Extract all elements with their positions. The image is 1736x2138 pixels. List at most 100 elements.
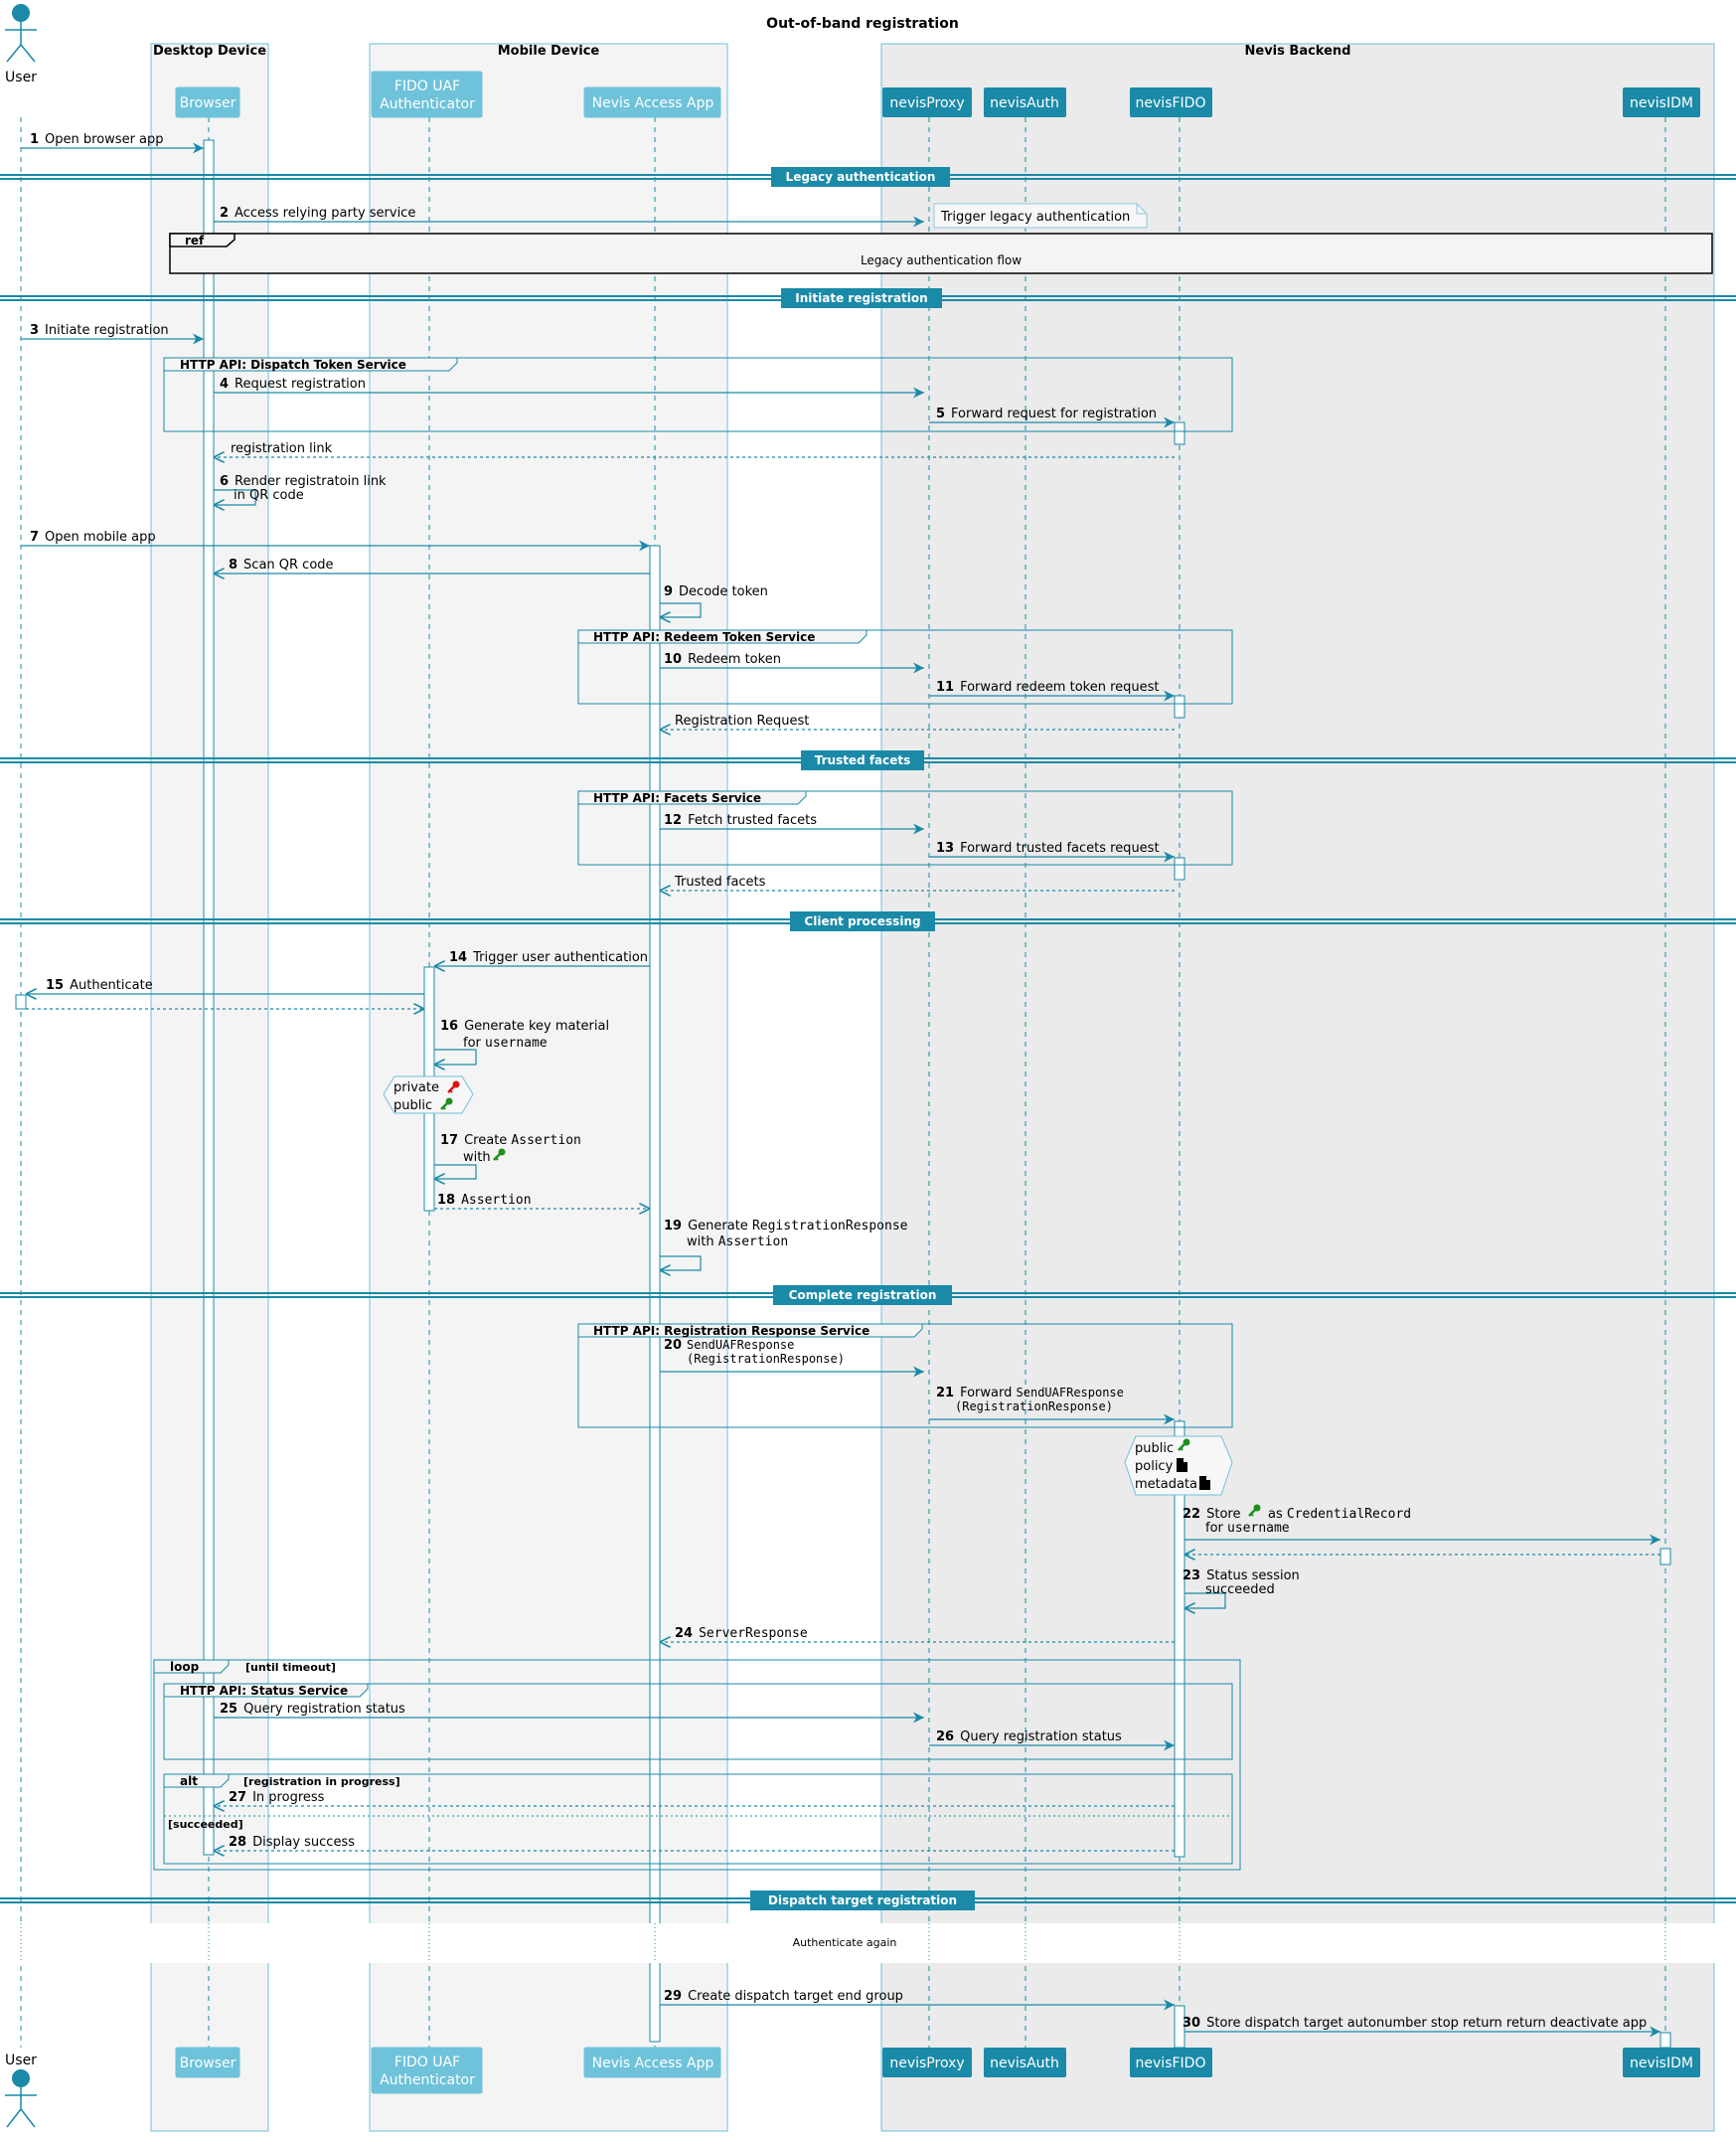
svg-text:Nevis Access App: Nevis Access App (592, 95, 714, 111)
svg-text:Client processing: Client processing (804, 914, 920, 928)
divider-legacy-authentication: Legacy authentication (0, 167, 1736, 187)
svg-text:User: User (5, 70, 37, 85)
message-20: 20 SendUAFResponse (RegistrationResponse… (660, 1338, 924, 1378)
group-registration-response: HTTP API: Registration Response Service (577, 1323, 1233, 1428)
svg-text:Browser: Browser (180, 2056, 237, 2071)
svg-text:Authenticator: Authenticator (380, 2072, 475, 2088)
desktop-device-label: Desktop Device (153, 44, 266, 59)
svg-text:Nevis Access App: Nevis Access App (592, 2056, 714, 2071)
svg-text:Initiate registration: Initiate registration (795, 291, 927, 305)
nevis-backend-box (880, 43, 1715, 2132)
participant-app-top[interactable]: Nevis Access App (583, 86, 721, 118)
note-legacy: Trigger legacy authentication (933, 203, 1148, 229)
participant-idm-bottom[interactable]: nevisIDM (1623, 2048, 1700, 2077)
activation-nfido-3 (1174, 857, 1185, 881)
ref-fragment: ref Legacy authentication flow (169, 233, 1713, 274)
svg-text:Trigger legacy authentication: Trigger legacy authentication (940, 210, 1130, 225)
svg-text:for username: for username (1205, 1521, 1290, 1536)
activation-browser (203, 139, 215, 1856)
participant-nfido-bottom[interactable]: nevisFIDO (1130, 2048, 1212, 2077)
alt-fragment: alt [registration in progress] [succeede… (163, 1773, 1233, 1865)
participant-fido-bottom[interactable]: FIDO UAF Authenticator (371, 2047, 483, 2094)
activation-idm-2 (1659, 2032, 1671, 2049)
activation-user (15, 994, 27, 1010)
svg-text:User: User (5, 2053, 37, 2068)
message-return-trusted-facets: Trusted facets (660, 875, 1175, 891)
participant-auth-bottom[interactable]: nevisAuth (984, 2048, 1066, 2077)
metadata-document-icon (1199, 1476, 1210, 1490)
user-icon (12, 2069, 30, 2087)
participant-proxy-bottom[interactable]: nevisProxy (882, 2048, 972, 2077)
participants-bottom: User Browser FIDO UAF Authenticator Nevi… (5, 2047, 1700, 2128)
svg-text:FIDO UAF: FIDO UAF (395, 79, 460, 94)
svg-text:Browser: Browser (180, 95, 237, 111)
message-return-registration-link: registration link (214, 441, 1175, 457)
participant-idm-top[interactable]: nevisIDM (1623, 87, 1700, 117)
participant-proxy-top[interactable]: nevisProxy (882, 87, 972, 117)
svg-text:Complete registration: Complete registration (789, 1288, 937, 1302)
svg-text:HTTP API: Status Service: HTTP API: Status Service (180, 1684, 348, 1698)
svg-text:Legacy authentication: Legacy authentication (786, 170, 936, 184)
participant-fido-top[interactable]: FIDO UAF Authenticator (371, 71, 483, 118)
svg-text:nevisAuth: nevisAuth (990, 2056, 1059, 2071)
svg-text:HTTP API: Redeem Token Service: HTTP API: Redeem Token Service (593, 630, 815, 644)
activation-idm-1 (1659, 1548, 1671, 1565)
svg-text:HTTP API: Facets Service: HTTP API: Facets Service (593, 791, 761, 805)
activation-nfido-2 (1174, 695, 1185, 719)
svg-text:nevisIDM: nevisIDM (1630, 2056, 1693, 2071)
http-groups: HTTP API: Dispatch Token Service HTTP AP… (153, 357, 1241, 1871)
activation-nfido-4 (1174, 1420, 1185, 1858)
public-key-icon-message-22 (1248, 1504, 1261, 1517)
svg-text:succeeded: succeeded (1205, 1582, 1275, 1597)
svg-text:FIDO UAF: FIDO UAF (395, 2055, 460, 2070)
loop-label: loop (170, 1660, 200, 1674)
participant-nfido-top[interactable]: nevisFIDO (1130, 87, 1212, 117)
svg-text:policy: policy (1135, 1459, 1174, 1474)
public-key-icon (440, 1097, 453, 1110)
user-icon (12, 4, 30, 22)
participant-browser-bottom[interactable]: Browser (175, 2047, 240, 2078)
svg-text:registration link: registration link (231, 441, 333, 456)
svg-text:(RegistrationResponse): (RegistrationResponse) (687, 1352, 845, 1366)
participant-app-bottom[interactable]: Nevis Access App (583, 2047, 721, 2078)
participant-auth-top[interactable]: nevisAuth (984, 87, 1066, 117)
delay-text: Authenticate again (793, 1936, 897, 1949)
group-status: HTTP API: Status Service (163, 1683, 1233, 1760)
group-facets: HTTP API: Facets Service (577, 790, 1233, 866)
participant-browser-top[interactable]: Browser (175, 86, 240, 118)
ref-label: ref (185, 234, 205, 247)
svg-text:nevisProxy: nevisProxy (889, 95, 964, 111)
svg-text:as CredentialRecord: as CredentialRecord (1268, 1507, 1411, 1522)
